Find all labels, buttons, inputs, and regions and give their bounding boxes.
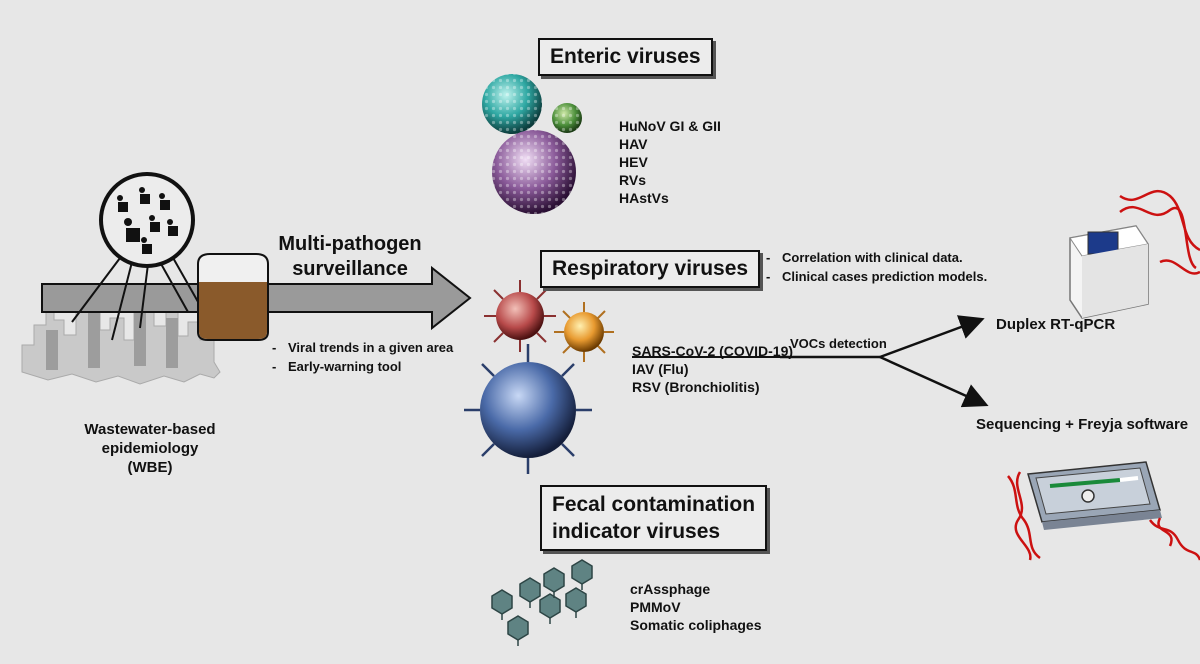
arrow-label-line: surveillance xyxy=(292,258,408,280)
wbe-title: Wastewater-based epidemiology (WBE) xyxy=(40,420,260,477)
enteric-list: HuNoV GI & GII HAV HEV RVs HAstVs xyxy=(619,117,721,207)
bullet-text: Viral trends in a given area xyxy=(288,340,454,355)
enteric-item: HuNoV GI & GII xyxy=(619,118,721,134)
respiratory-item: IAV (Flu) xyxy=(632,361,689,377)
respiratory-title-box: Respiratory viruses xyxy=(540,250,761,288)
wbe-title-line: Wastewater-based xyxy=(84,421,216,438)
bullet-item: -Viral trends in a given area xyxy=(272,340,454,355)
note-item: -Clinical cases prediction models. xyxy=(766,269,988,284)
enteric-item: HAstVs xyxy=(619,190,669,206)
enteric-item: RVs xyxy=(619,172,646,188)
enteric-item: HEV xyxy=(619,154,648,170)
dna-icon-top xyxy=(1119,189,1200,275)
dna-icon-bottom xyxy=(1007,471,1200,561)
wbe-title-line: epidemiology xyxy=(101,440,199,457)
wbe-bullets: -Viral trends in a given area -Early-war… xyxy=(272,338,453,376)
sequencing-label: Sequencing + Freyja software xyxy=(976,416,1189,433)
arrow-to-rtqpcr xyxy=(879,315,985,359)
enteric-title: Enteric viruses xyxy=(550,45,701,68)
fecal-list: crAssphage PMMoV Somatic coliphages xyxy=(630,580,761,634)
wbe-title-line: (WBE) xyxy=(127,459,173,476)
respiratory-list: SARS-CoV-2 (COVID-19) IAV (Flu) RSV (Bro… xyxy=(632,342,793,396)
toilet-users-icon xyxy=(99,172,195,268)
arrow-label: Multi-pathogen surveillance xyxy=(270,232,430,282)
wastewater-sample-icon xyxy=(197,253,269,341)
rtqpcr-label: Duplex RT-qPCR xyxy=(996,316,1116,333)
fecal-title-box: Fecal contamination indicator viruses xyxy=(540,485,768,551)
fecal-title-line: indicator viruses xyxy=(552,520,721,543)
vocs-label: VOCs detection xyxy=(790,336,887,351)
enteric-title-box: Enteric viruses xyxy=(538,38,713,76)
arrow-label-line: Multi-pathogen xyxy=(278,233,422,255)
note-text: Clinical cases prediction models. xyxy=(782,269,988,284)
phage-icons xyxy=(491,559,593,646)
respiratory-item: SARS-CoV-2 (COVID-19) xyxy=(632,343,794,359)
respiratory-virus-icons xyxy=(464,280,614,474)
arrow-to-sequencing xyxy=(879,355,989,408)
fecal-item: Somatic coliphages xyxy=(630,617,762,633)
note-text: Correlation with clinical data. xyxy=(782,250,963,265)
qpcr-machine-icon xyxy=(1069,225,1149,319)
fecal-item: PMMoV xyxy=(630,599,681,615)
enteric-virus-icons xyxy=(482,74,582,214)
sequencer-icon xyxy=(1027,461,1162,530)
note-item: -Correlation with clinical data. xyxy=(766,250,963,265)
enteric-item: HAV xyxy=(619,136,648,152)
bullet-text: Early-warning tool xyxy=(288,359,402,374)
respiratory-notes: -Correlation with clinical data. -Clinic… xyxy=(766,248,987,286)
bullet-item: -Early-warning tool xyxy=(272,359,402,374)
fecal-title-line: Fecal contamination xyxy=(552,493,756,516)
respiratory-item: RSV (Bronchiolitis) xyxy=(632,379,760,395)
respiratory-title: Respiratory viruses xyxy=(552,257,749,280)
fecal-item: crAssphage xyxy=(630,581,711,597)
